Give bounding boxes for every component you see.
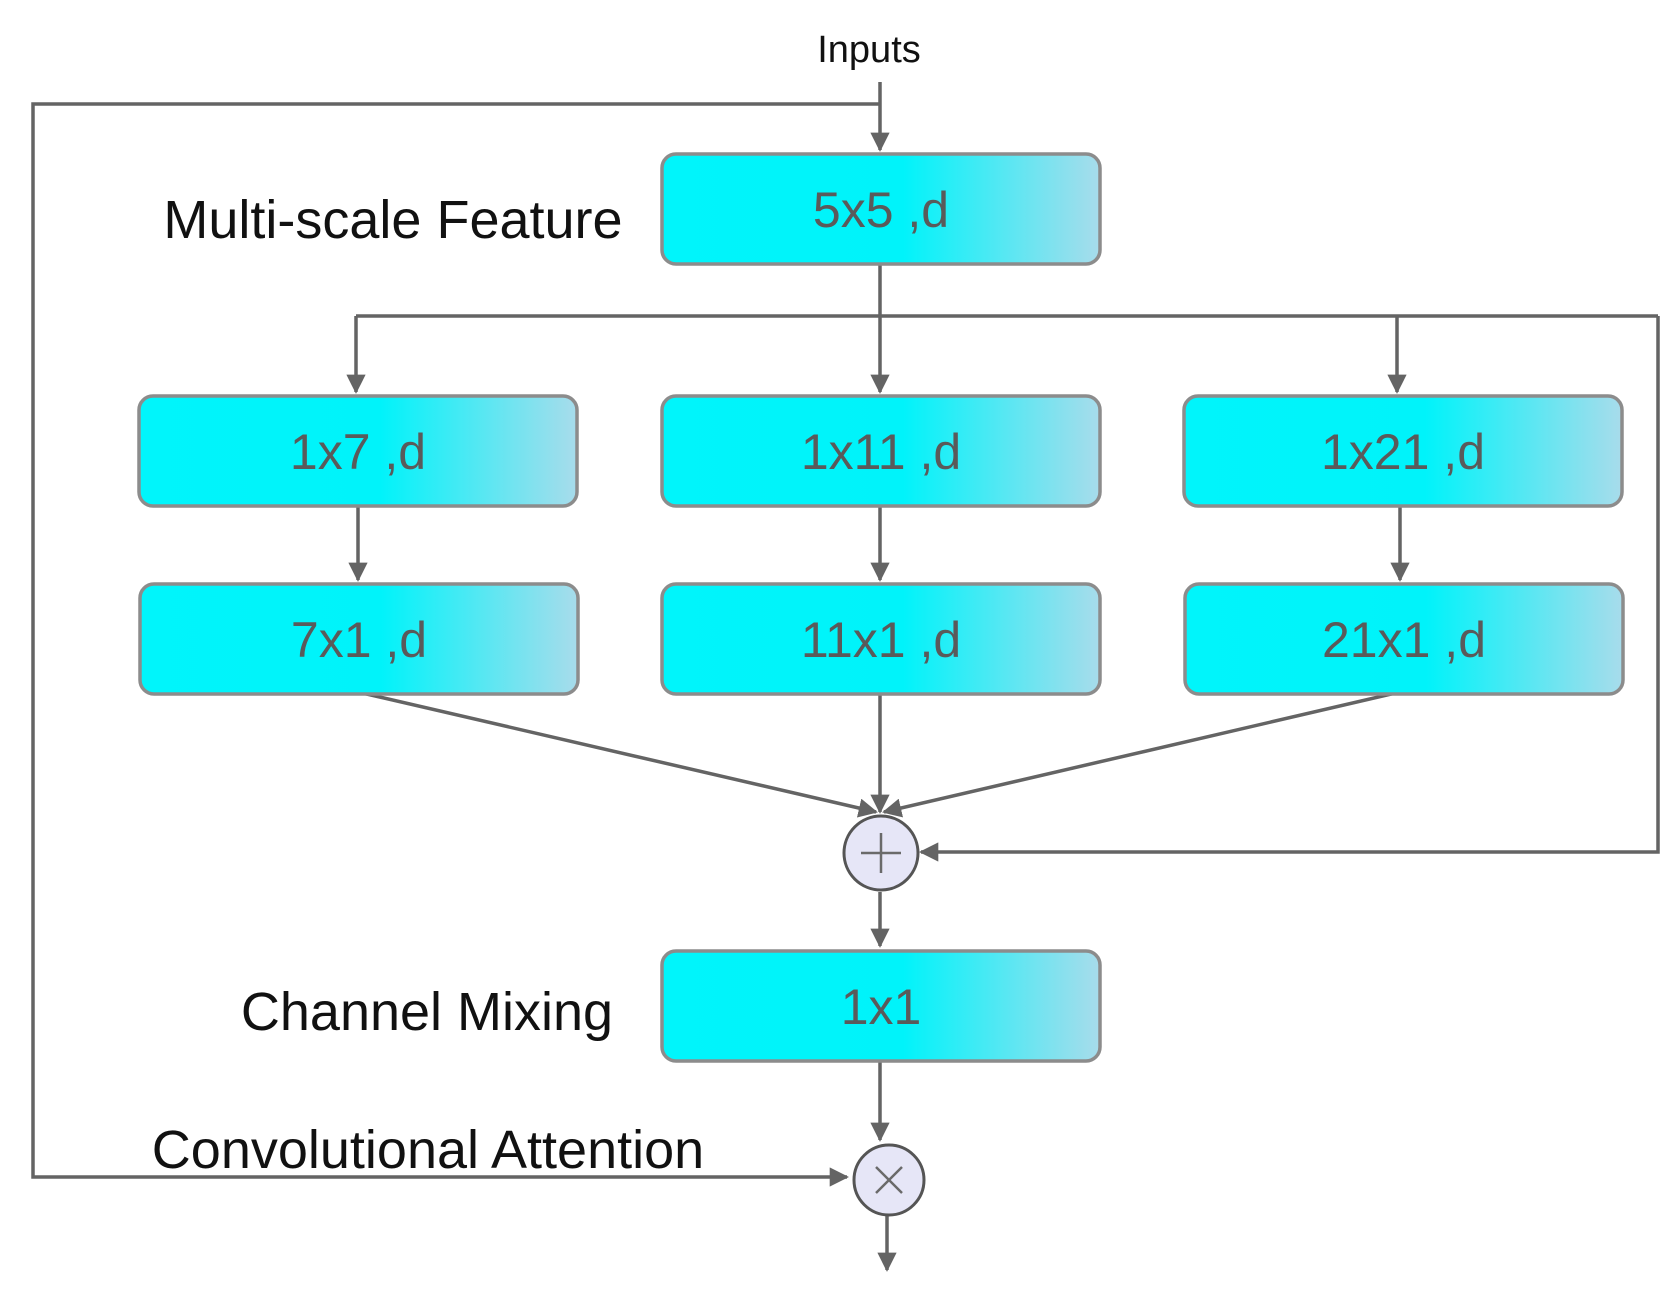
block-1x11: 1x11 ,d [660,394,1102,508]
block-7x1: 7x1 ,d [138,582,580,696]
block-5x5: 5x5 ,d [660,152,1102,266]
block-1x21: 1x21 ,d [1182,394,1624,508]
block-21x1-label: 21x1 ,d [1322,612,1486,668]
arrow-21x1-to-add [882,690,1401,818]
block-1x7-label: 1x7 ,d [290,424,426,480]
block-1x7: 1x7 ,d [137,394,579,508]
block-11x1: 11x1 ,d [660,582,1102,696]
block-11x1-label: 11x1 ,d [801,612,961,668]
block-5x5-label: 5x5 ,d [813,182,949,238]
arrow-identity-to-add [919,316,1660,862]
block-1x11-label: 1x11 ,d [801,424,961,480]
block-7x1-label: 7x1 ,d [291,612,427,668]
connections [31,82,1660,1272]
add-operator-icon [842,814,920,892]
block-1x21-label: 1x21 ,d [1321,424,1485,480]
block-1x1: 1x1 [660,949,1102,1063]
arrow-7x1-to-add [357,690,878,818]
multiply-operator-icon [852,1143,926,1217]
multi-scale-feature-label: Multi-scale Feature [163,190,622,250]
inputs-label: Inputs [817,29,921,71]
arrow-skip-to-multiply [31,102,880,1187]
block-1x1-label: 1x1 [841,979,922,1035]
convolutional-attention-label: Convolutional Attention [152,1120,704,1180]
block-21x1: 21x1 ,d [1183,582,1625,696]
channel-mixing-label: Channel Mixing [241,982,613,1042]
